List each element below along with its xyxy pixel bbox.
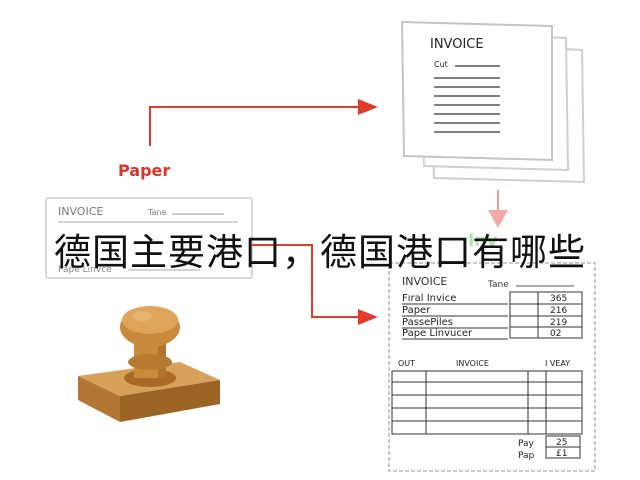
stack-sheet-front: [400, 20, 553, 162]
final-row-label: Paper: [402, 305, 431, 316]
final-row-label: Pape Linvucer: [402, 328, 473, 339]
final-invoice-table: [391, 370, 583, 435]
overlay-title: 德国主要港口，德国港口有哪些: [54, 231, 586, 274]
total-value: £1: [556, 449, 567, 459]
arrow-down: [488, 190, 508, 228]
arrow-to-top-invoice: [149, 99, 378, 146]
paper-label: Paper: [118, 161, 170, 180]
faded-stamp-mark: Inv: [468, 231, 498, 251]
table-header-out: OUT: [398, 359, 415, 368]
table-header-invoice: INVOICE: [456, 359, 489, 368]
total-label: Pap: [518, 451, 535, 461]
final-invoice: INVOICE Tane Fıral Invice Paper PassePil…: [388, 262, 596, 472]
small-invoice-line2: Pape Linvce: [58, 265, 112, 275]
final-invoice-field: Tane: [487, 280, 509, 290]
small-invoice-title: INVOICE: [58, 205, 103, 218]
rubber-stamp-icon: [78, 306, 220, 422]
arrow-to-final-invoice: [252, 244, 378, 325]
top-invoice-cut-label: Cut: [434, 60, 448, 69]
final-invoice-title: INVOICE: [402, 275, 447, 288]
top-invoice-stack: INVOICE Cut: [400, 20, 586, 184]
final-invoice-rows: Fıral Invice Paper PassePiles Pape Linvu…: [402, 291, 583, 340]
top-invoice-title: INVOICE: [430, 37, 484, 52]
final-row-value: 219: [550, 318, 567, 328]
small-invoice-field: Tane: [147, 208, 167, 217]
final-row-label: Fıral Invice: [402, 293, 456, 304]
final-row-value: 02: [550, 329, 561, 339]
total-value: 25: [556, 438, 567, 448]
top-invoice-lines: [434, 65, 500, 133]
small-invoice: INVOICE Tane Pape Linvce: [45, 197, 253, 279]
table-header-year: I VEAY: [545, 359, 570, 368]
final-row-value: 365: [550, 294, 567, 304]
final-row-label: PassePiles: [402, 317, 453, 328]
final-row-value: 216: [550, 306, 567, 316]
total-label: Pay: [518, 439, 535, 449]
